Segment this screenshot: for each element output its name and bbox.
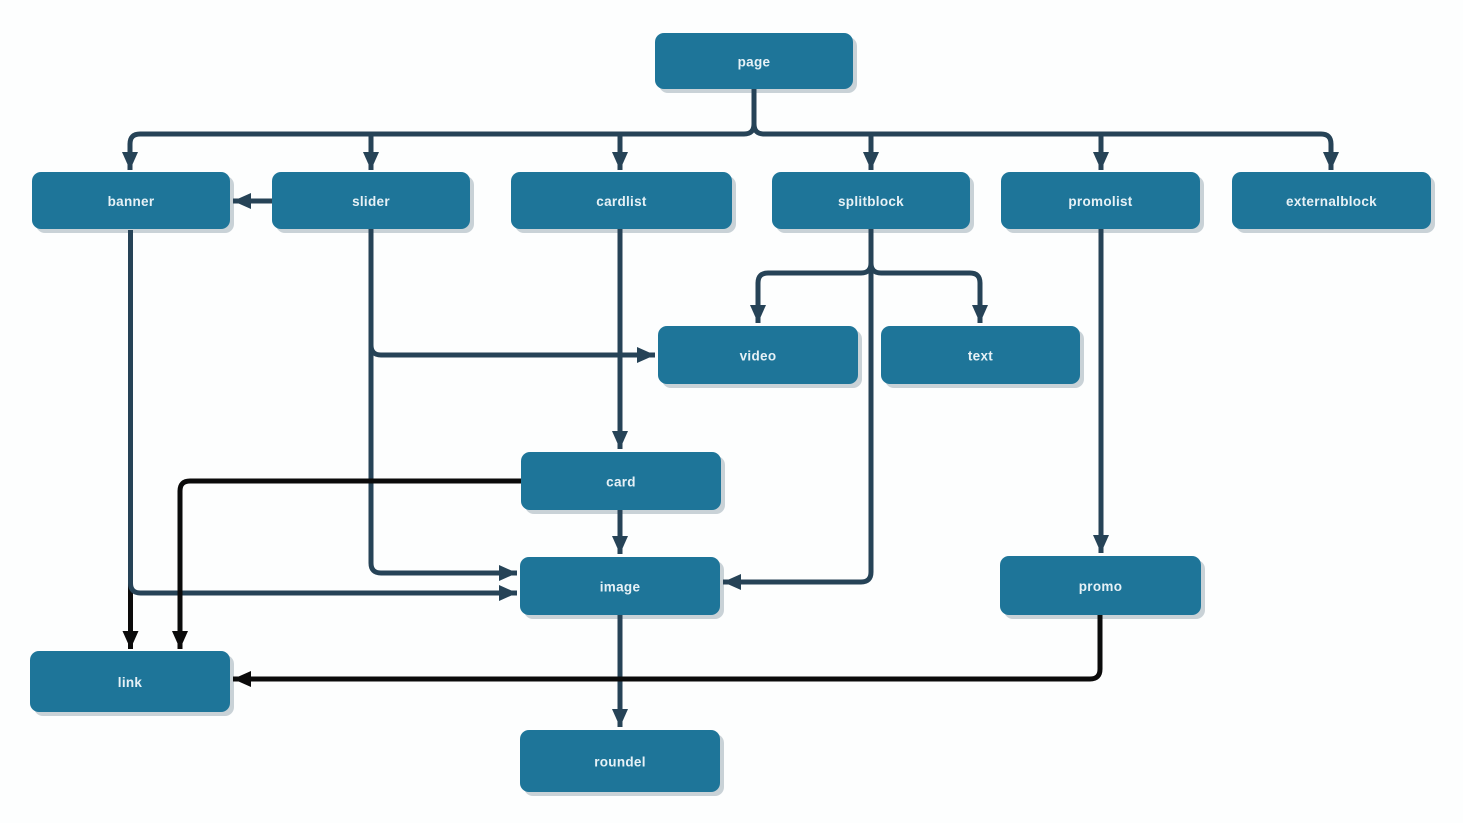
page-to-banner-edge <box>122 88 757 170</box>
node-page-box <box>655 33 853 89</box>
node-splitblock: splitblock <box>772 172 970 229</box>
node-externalblock-label: externalblock <box>1286 194 1377 209</box>
node-text: text <box>881 326 1080 384</box>
splitblock-to-video-edge <box>750 229 874 323</box>
node-promo-box <box>1000 556 1201 615</box>
node-link-label: link <box>118 675 143 690</box>
node-card: card <box>521 452 721 510</box>
node-page: page <box>655 33 853 89</box>
edge-layer <box>122 88 1339 727</box>
node-video-label: video <box>740 349 777 364</box>
node-banner-label: banner <box>108 194 155 209</box>
node-roundel-label: roundel <box>594 755 646 770</box>
card-to-link-edge <box>172 478 521 649</box>
node-link-box <box>30 651 230 712</box>
splitblock-to-text-edge <box>868 229 988 323</box>
node-page-label: page <box>738 55 771 70</box>
node-card-label: card <box>606 475 636 490</box>
node-externalblock-box <box>1232 172 1431 229</box>
node-roundel: roundel <box>520 730 720 792</box>
node-card-box <box>521 452 721 510</box>
node-shadow-layer <box>34 37 1435 796</box>
node-promo: promo <box>1000 556 1201 615</box>
node-externalblock: externalblock <box>1232 172 1431 229</box>
node-slider-label: slider <box>352 194 390 209</box>
node-text-label: text <box>968 349 993 364</box>
node-splitblock-label: splitblock <box>838 194 904 209</box>
node-video: video <box>658 326 858 384</box>
node-roundel-box <box>520 730 720 792</box>
banner-to-image-edge <box>128 230 517 601</box>
node-promolist: promolist <box>1001 172 1200 229</box>
page-to-externalblock-edge <box>751 88 1339 170</box>
node-banner-box <box>32 172 230 229</box>
node-promolist-box <box>1001 172 1200 229</box>
node-video-box <box>658 326 858 384</box>
node-promolist-label: promolist <box>1068 194 1132 209</box>
node-cardlist: cardlist <box>511 172 732 229</box>
slider-to-image-edge <box>368 229 517 581</box>
node-slider: slider <box>272 172 470 229</box>
slider-to-video-edge <box>368 229 655 363</box>
node-splitblock-box <box>772 172 970 229</box>
node-banner: banner <box>32 172 230 229</box>
node-slider-box <box>272 172 470 229</box>
node-promo-label: promo <box>1079 579 1123 594</box>
node-text-box <box>881 326 1080 384</box>
node-image-box <box>520 557 720 615</box>
node-image-label: image <box>600 580 641 595</box>
promo-to-link-edge <box>233 615 1103 687</box>
node-link: link <box>30 651 230 712</box>
node-cardlist-label: cardlist <box>596 194 647 209</box>
splitblock-to-image-edge <box>723 229 874 590</box>
node-image: image <box>520 557 720 615</box>
node-cardlist-box <box>511 172 732 229</box>
